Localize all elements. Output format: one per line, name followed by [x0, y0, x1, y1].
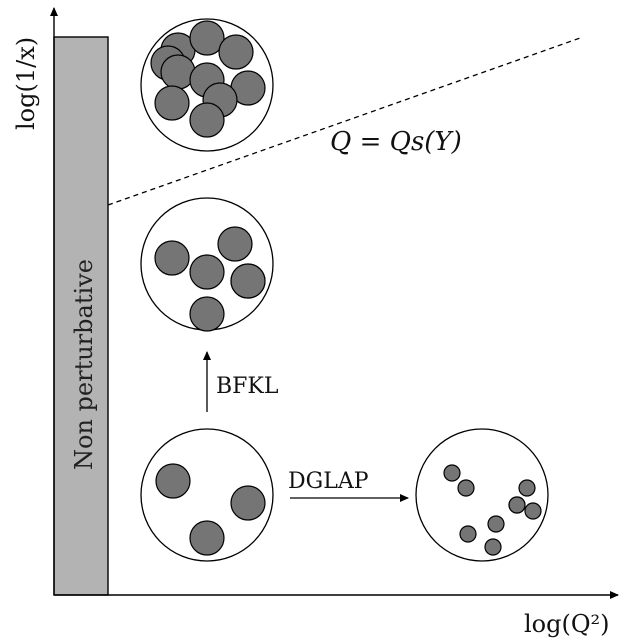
dglap-parton	[443, 464, 461, 482]
partons-layer	[150, 20, 542, 556]
bfkl-label: BFKL	[216, 374, 279, 399]
y-axis-label: log(1/x)	[12, 37, 40, 130]
dglap-parton	[484, 538, 502, 556]
initial-parton	[155, 463, 191, 499]
bfkl-parton	[230, 263, 266, 299]
saturated-parton	[218, 34, 254, 70]
dglap-parton	[508, 496, 526, 514]
saturated-parton	[154, 85, 190, 121]
dglap-parton	[487, 515, 505, 533]
saturation-line	[107, 36, 584, 206]
nonperturbative-band	[53, 36, 109, 596]
x-axis-label: log(Q²)	[524, 610, 610, 638]
bfkl-parton	[189, 254, 225, 290]
bfkl-parton	[217, 226, 253, 262]
saturation-line-label: Q = Qs(Y)	[330, 127, 462, 157]
dglap-parton	[459, 525, 477, 543]
dglap-parton	[457, 479, 475, 497]
bfkl-parton	[154, 240, 190, 276]
dglap-label: DGLAP	[288, 469, 369, 494]
bfkl-parton	[189, 296, 225, 332]
saturated-parton	[189, 102, 225, 138]
initial-parton	[189, 520, 225, 556]
nonperturbative-label: Non perturbative	[70, 259, 98, 470]
dglap-proton	[415, 428, 549, 562]
initial-proton	[140, 428, 274, 562]
dglap-parton	[524, 502, 542, 520]
saturated-parton	[189, 20, 225, 56]
dglap-parton	[518, 479, 536, 497]
initial-parton	[230, 485, 266, 521]
